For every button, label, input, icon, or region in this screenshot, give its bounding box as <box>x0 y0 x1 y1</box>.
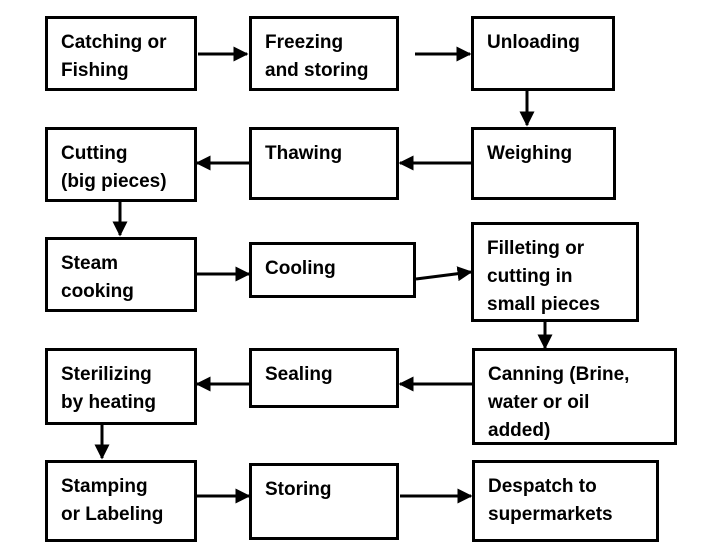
step-unloading: Unloading <box>471 16 615 91</box>
step-cooling: Cooling <box>249 242 416 298</box>
step-canning: Canning (Brine, water or oil added) <box>472 348 677 445</box>
step-storing: Storing <box>249 463 399 540</box>
step-steam-cooking: Steam cooking <box>45 237 197 312</box>
arrow-cooling-to-filleting <box>415 266 473 282</box>
step-despatch-to-supermarkets: Despatch to supermarkets <box>472 460 659 542</box>
step-freezing-and-storing: Freezing and storing <box>249 16 399 91</box>
step-thawing: Thawing <box>249 127 399 200</box>
step-sealing: Sealing <box>249 348 399 408</box>
step-sterilizing-by-heating: Sterilizing by heating <box>45 348 197 425</box>
step-weighing: Weighing <box>471 127 616 200</box>
step-stamping-or-labeling: Stamping or Labeling <box>45 460 197 542</box>
step-catching-or-fishing: Catching or Fishing <box>45 16 197 91</box>
step-cutting-big-pieces: Cutting (big pieces) <box>45 127 197 202</box>
step-filleting-or-cutting: Filleting or cutting in small pieces <box>471 222 639 322</box>
